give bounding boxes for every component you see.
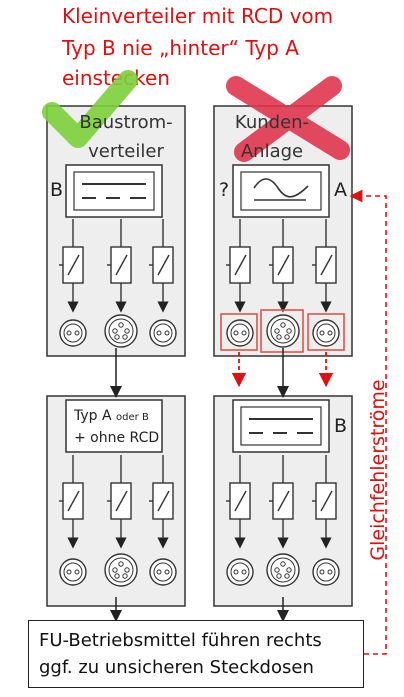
box-label-type: Typ A oder B [73, 408, 149, 424]
socket-highlight [220, 313, 258, 351]
title-line-1: Kleinverteiler mit RCD vom [62, 4, 334, 28]
socket-icon [59, 558, 87, 586]
breaker-switch-icon [269, 219, 294, 313]
rcd-box-icon [232, 164, 330, 218]
arrow-left-icon [349, 189, 387, 655]
breaker-switch-icon [59, 455, 84, 549]
breaker-switch-icon [226, 455, 251, 549]
breaker-switch-icon [149, 455, 174, 549]
side-label-gleichfehlerstroeme: Gleichfehlerströme [367, 379, 389, 560]
rcd-type-box [65, 399, 163, 453]
socket-icon [59, 319, 87, 347]
panel-label-line1: Kunden- [235, 112, 309, 133]
caption-line-2: ggf. zu unsicheren Steckdosen [39, 657, 314, 678]
caption-line-1: FU-Betriebsmittel führen rechts [39, 630, 322, 651]
panel-label-line2: verteiler [88, 141, 164, 162]
rcd-box-icon [65, 164, 163, 218]
rcd-type-label: B [334, 415, 347, 437]
title-line-2: Typ B nie „hinter“ Typ A [62, 36, 299, 60]
rcd-type-label: A [334, 179, 347, 201]
socket-icon [149, 319, 177, 347]
socket-highlight [260, 309, 304, 353]
check-mark-icon [42, 70, 138, 148]
breaker-switch-icon [269, 455, 294, 549]
socket-highlight [307, 313, 345, 351]
breaker-switch-icon [107, 219, 132, 313]
breaker-group [59, 219, 337, 549]
breaker-switch-icon [312, 219, 337, 313]
rcd-box-icon [232, 399, 330, 453]
breaker-switch-icon [226, 219, 251, 313]
caption-box: FU-Betriebsmittel führen rechts ggf. zu … [28, 620, 364, 688]
breaker-switch-icon [312, 455, 337, 549]
rcd-type-label: ? [219, 179, 229, 201]
breaker-switch-icon [149, 219, 174, 313]
panel-baustromverteiler [46, 105, 186, 357]
socket-icon [266, 553, 300, 587]
breaker-switch-icon [107, 455, 132, 549]
socket-icon [266, 314, 300, 348]
cross-mark-icon [226, 76, 350, 162]
panel-label-line2: Anlage [241, 141, 303, 162]
socket-icon [104, 314, 138, 348]
socket-group [59, 314, 340, 587]
socket-icon [226, 319, 254, 347]
socket-icon [149, 558, 177, 586]
breaker-switch-icon [59, 219, 84, 313]
panel-label-line1: Baustrom- [79, 112, 172, 133]
socket-icon [312, 319, 340, 347]
box-label-rcd: + ohne RCD [74, 430, 159, 446]
rcd-type-label: B [50, 179, 63, 201]
socket-icon [226, 558, 254, 586]
socket-icon [312, 558, 340, 586]
socket-icon [104, 553, 138, 587]
